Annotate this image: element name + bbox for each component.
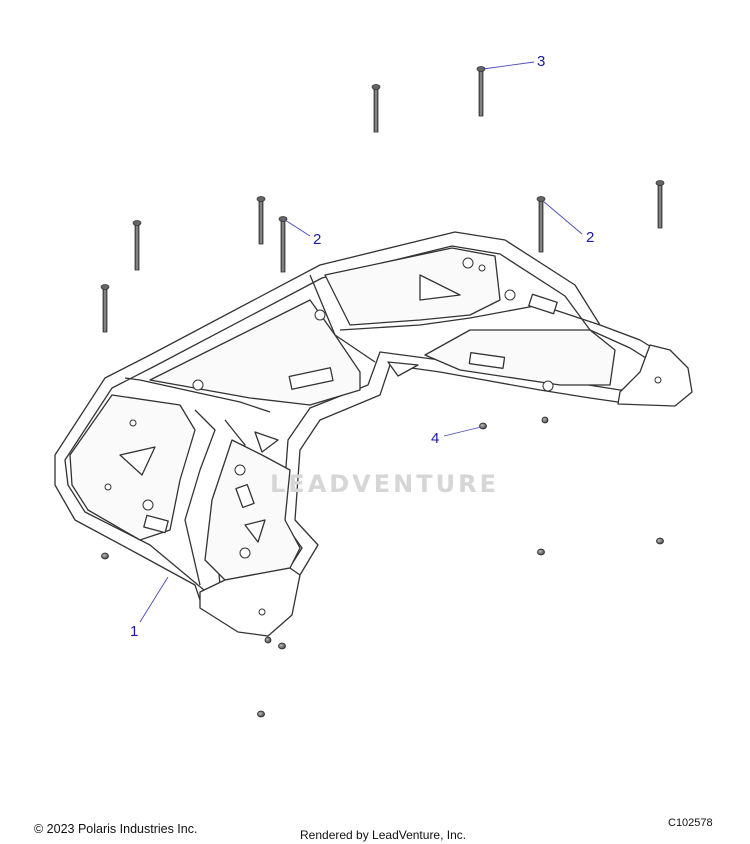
hole [142, 499, 154, 511]
hole [654, 376, 662, 384]
cutout-triangle-left [119, 446, 156, 476]
leader-line-4 [443, 426, 482, 437]
hole [542, 380, 554, 392]
callout-2-right: 2 [586, 229, 595, 246]
nut [541, 416, 549, 424]
cutout-slot-right [468, 352, 506, 369]
leader-line-2-right [542, 200, 583, 235]
hole [234, 464, 246, 476]
callout-2-left: 2 [313, 231, 322, 248]
hole [192, 379, 204, 391]
hole [239, 547, 251, 559]
callout-3: 3 [537, 53, 546, 70]
bolt [476, 66, 486, 117]
leader-line-3 [482, 61, 535, 70]
nut [537, 548, 545, 556]
hole [478, 264, 486, 272]
nut [101, 552, 109, 560]
rack-mounting-holes [104, 257, 662, 616]
rack-mid-tube [184, 409, 216, 586]
rendered-by-text: Rendered by LeadVenture, Inc. [300, 828, 467, 842]
callout-1: 1 [130, 623, 139, 640]
rack-cross-tube-right [339, 304, 601, 331]
hole [504, 289, 516, 301]
bolt [278, 216, 288, 273]
rack-end-cap-right [617, 344, 693, 407]
rack-panel-left [69, 394, 196, 541]
rack-assembly [54, 231, 693, 637]
hole [258, 608, 266, 616]
bolts [100, 66, 665, 333]
bolt [655, 180, 665, 229]
leader-line-2-left [284, 219, 311, 237]
rack-cross-tube-left [124, 377, 271, 413]
nut [257, 710, 265, 718]
rack-panel-rear [324, 247, 501, 326]
bolt [256, 196, 266, 245]
bolt [132, 220, 142, 271]
copyright-text: © 2023 Polaris Industries Inc. [34, 822, 198, 836]
bolt [371, 84, 381, 133]
rack-panel-front [204, 439, 301, 581]
hole [129, 419, 137, 427]
leader-lines [139, 61, 583, 623]
diagram-code: C102578 [668, 817, 713, 829]
hole [462, 257, 474, 269]
nut [278, 642, 286, 650]
rack-cutouts [119, 274, 558, 543]
bolt [100, 284, 110, 333]
cutout-slot-center [288, 367, 334, 390]
nuts [101, 416, 664, 718]
cutout-triangle-rear [419, 274, 461, 301]
cutout-triangle-right [387, 361, 419, 377]
rack-panel-right [424, 329, 616, 386]
nut [479, 422, 487, 430]
rack-end-cap-front [199, 567, 301, 637]
hole [104, 483, 112, 491]
cutout-slot-left [143, 514, 169, 534]
nut [656, 537, 664, 545]
hole [314, 309, 326, 321]
cutout-slot-front [235, 483, 255, 509]
cutout-shape-front [244, 519, 266, 543]
cutout-triangle-mid [254, 431, 279, 453]
nut [264, 636, 272, 644]
cutout-slot-rear [528, 293, 558, 315]
leader-line-1 [139, 576, 169, 623]
callout-4: 4 [431, 430, 440, 447]
bolt [536, 196, 546, 253]
watermark-text: LEADVENTURE [270, 470, 499, 498]
